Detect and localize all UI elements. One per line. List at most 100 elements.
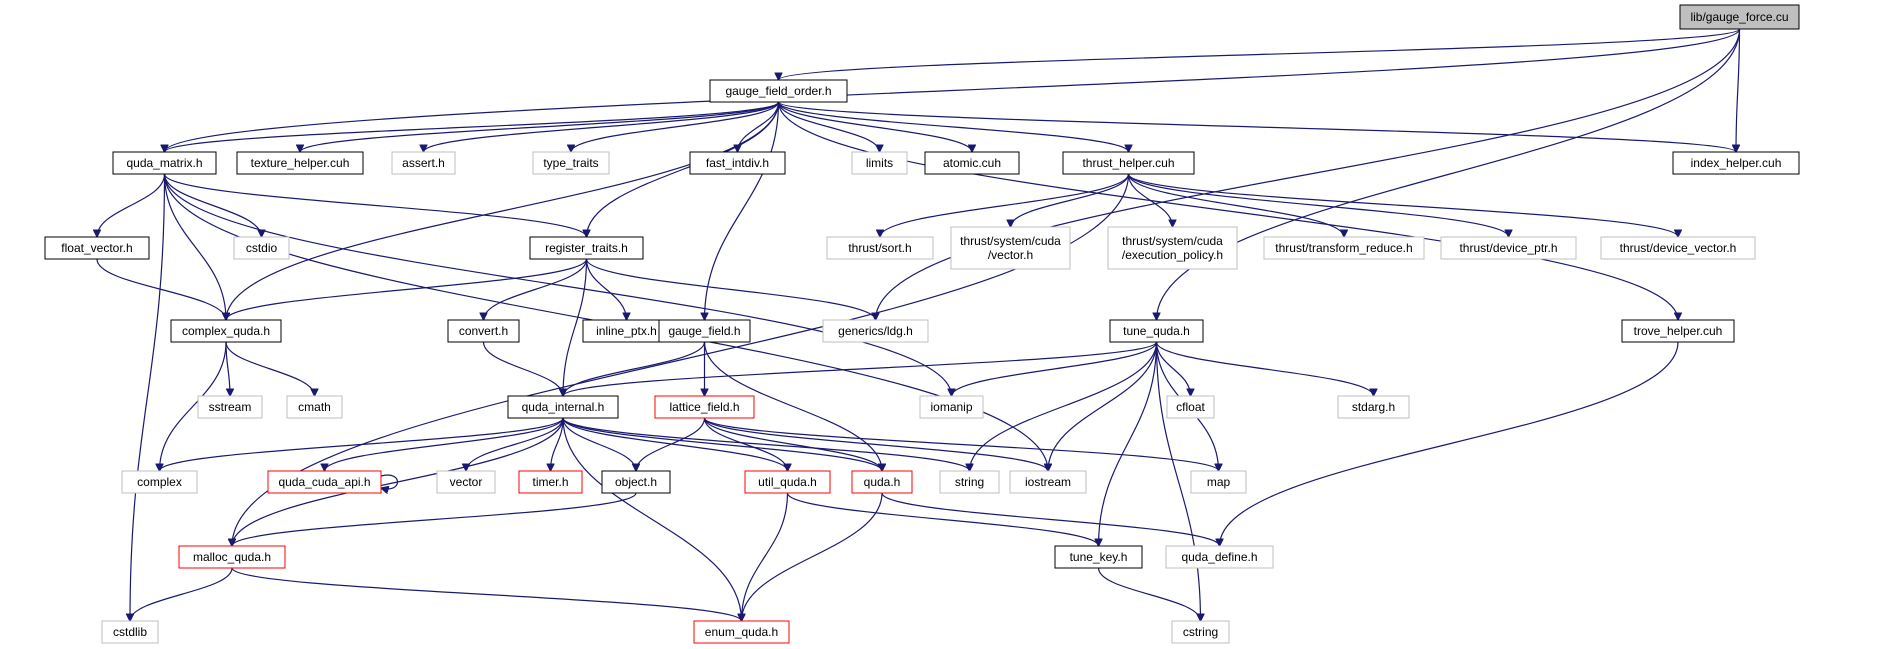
node-index-helper[interactable]: index_helper.cuh	[1672, 151, 1800, 175]
edge-thrust-helper-to-thrust-sort	[880, 173, 1130, 237]
node-box	[436, 470, 496, 494]
node-quda-define[interactable]: quda_define.h	[1165, 545, 1274, 569]
node-malloc-quda[interactable]: malloc_quda.h	[178, 545, 286, 569]
node-lattice-field[interactable]: lattice_field.h	[654, 395, 755, 419]
node-label: float_vector.h	[61, 241, 132, 255]
node-atomic[interactable]: atomic.cuh	[924, 151, 1020, 175]
node-cstring[interactable]: cstring	[1171, 620, 1230, 644]
edge-line	[562, 417, 788, 471]
node-label: cstdio	[246, 241, 278, 255]
node-iomanip[interactable]: iomanip	[919, 395, 984, 419]
node-label: util_quda.h	[758, 475, 817, 489]
node-enum-quda[interactable]: enum_quda.h	[693, 620, 790, 644]
node-quda[interactable]: quda.h	[851, 470, 913, 494]
node-thrust-exec[interactable]: thrust/system/cuda/execution_policy.h	[1107, 226, 1238, 270]
node-label: /execution_policy.h	[1122, 248, 1223, 262]
node-label: quda_cuda_api.h	[278, 475, 370, 489]
node-box	[101, 620, 159, 644]
node-thrust-device-ptr[interactable]: thrust/device_ptr.h	[1440, 236, 1577, 260]
node-label: tune_key.h	[1070, 550, 1128, 564]
edge-register-traits-to-quda-internal	[563, 258, 588, 396]
node-label: string	[955, 475, 984, 489]
node-assert[interactable]: assert.h	[391, 151, 456, 175]
node-iostream[interactable]: iostream	[1009, 470, 1087, 494]
node-float-vector[interactable]: float_vector.h	[44, 236, 150, 260]
node-complex-quda[interactable]: complex_quda.h	[170, 319, 282, 343]
node-box	[518, 470, 583, 494]
edge-line	[952, 341, 1158, 396]
edge-line	[96, 258, 226, 320]
edge-line	[1127, 173, 1345, 237]
node-timer[interactable]: timer.h	[518, 470, 583, 494]
edge-gauge-field-order-to-type-traits	[571, 101, 780, 152]
node-object[interactable]: object.h	[601, 470, 671, 494]
edge-line	[484, 258, 588, 320]
node-trove-helper[interactable]: trove_helper.cuh	[1621, 319, 1735, 343]
edge-line	[1220, 341, 1679, 546]
edge-gauge-force-to-gauge-field-order	[779, 28, 1741, 80]
edge-line	[563, 258, 588, 396]
edge-line	[225, 341, 315, 396]
node-map[interactable]: map	[1190, 470, 1247, 494]
edge-line	[163, 173, 587, 237]
edge-line	[777, 101, 973, 152]
node-cstdlib[interactable]: cstdlib	[101, 620, 159, 644]
node-quda-internal[interactable]: quda_internal.h	[507, 395, 619, 419]
edge-line	[163, 173, 952, 396]
node-quda-matrix[interactable]: quda_matrix.h	[112, 151, 217, 175]
node-cstdio[interactable]: cstdio	[233, 236, 290, 260]
node-thrust-device-vector[interactable]: thrust/device_vector.h	[1600, 236, 1756, 260]
edge-line	[1048, 341, 1158, 471]
node-tune-quda[interactable]: tune_quda.h	[1109, 319, 1204, 343]
edge-quda-matrix-to-iomanip	[163, 173, 952, 396]
node-generics-ldg[interactable]: generics/ldg.h	[822, 319, 929, 343]
node-label: quda_matrix.h	[126, 156, 202, 170]
node-label: stdarg.h	[1352, 400, 1395, 414]
node-gauge-field-order[interactable]: gauge_field_order.h	[709, 79, 848, 103]
node-thrust-transform[interactable]: thrust/transform_reduce.h	[1263, 236, 1425, 260]
node-box	[924, 151, 1020, 175]
node-box	[1263, 236, 1425, 260]
node-cmath[interactable]: cmath	[286, 395, 343, 419]
node-sstream[interactable]: sstream	[197, 395, 263, 419]
node-box	[121, 470, 198, 494]
node-fast-intdiv[interactable]: fast_intdiv.h	[689, 151, 786, 175]
node-complex[interactable]: complex	[121, 470, 198, 494]
node-quda-cuda-api[interactable]: quda_cuda_api.h	[267, 470, 382, 494]
edge-lattice-field-to-map	[703, 417, 1219, 472]
edge-line	[562, 417, 882, 471]
node-register-traits[interactable]: register_traits.h	[529, 236, 644, 260]
edge-util-quda-to-tune-key	[786, 492, 1099, 546]
node-convert[interactable]: convert.h	[447, 319, 520, 343]
edge-gauge-field-order-to-limits	[777, 101, 880, 152]
node-inline-ptx[interactable]: inline_ptx.h	[582, 319, 671, 343]
node-box	[236, 151, 364, 175]
edge-line	[1127, 173, 1509, 237]
node-string[interactable]: string	[939, 470, 1000, 494]
node-gauge-field[interactable]: gauge_field.h	[658, 319, 751, 343]
node-tune-key[interactable]: tune_key.h	[1054, 545, 1143, 569]
edge-line	[300, 101, 780, 153]
node-thrust-helper[interactable]: thrust_helper.cuh	[1062, 151, 1195, 175]
node-util-quda[interactable]: util_quda.h	[744, 470, 831, 494]
node-thrust-sort[interactable]: thrust/sort.h	[826, 236, 934, 260]
edge-trove-helper-to-quda-define	[1220, 341, 1679, 546]
node-limits[interactable]: limits	[851, 151, 908, 175]
node-stdarg[interactable]: stdarg.h	[1337, 395, 1410, 419]
edge-thrust-helper-to-thrust-vector	[1011, 173, 1130, 227]
node-cfloat[interactable]: cfloat	[1166, 395, 1215, 419]
node-gauge-force[interactable]: lib/gauge_force.cu	[1679, 4, 1800, 30]
edge-convert-to-quda-internal	[482, 341, 564, 396]
edge-line	[1097, 567, 1201, 621]
node-label: timer.h	[532, 475, 568, 489]
node-texture-helper[interactable]: texture_helper.cuh	[236, 151, 364, 175]
edge-line	[703, 341, 883, 471]
node-box	[267, 470, 382, 494]
edge-quda-internal-to-complex	[160, 417, 564, 472]
node-label: quda.h	[864, 475, 901, 489]
edge-gauge-field-order-to-complex-quda	[226, 101, 780, 320]
node-vector[interactable]: vector	[436, 470, 496, 494]
node-thrust-vector[interactable]: thrust/system/cuda/vector.h	[950, 226, 1071, 270]
node-type-traits[interactable]: type_traits	[532, 151, 610, 175]
edge-line	[130, 173, 166, 621]
